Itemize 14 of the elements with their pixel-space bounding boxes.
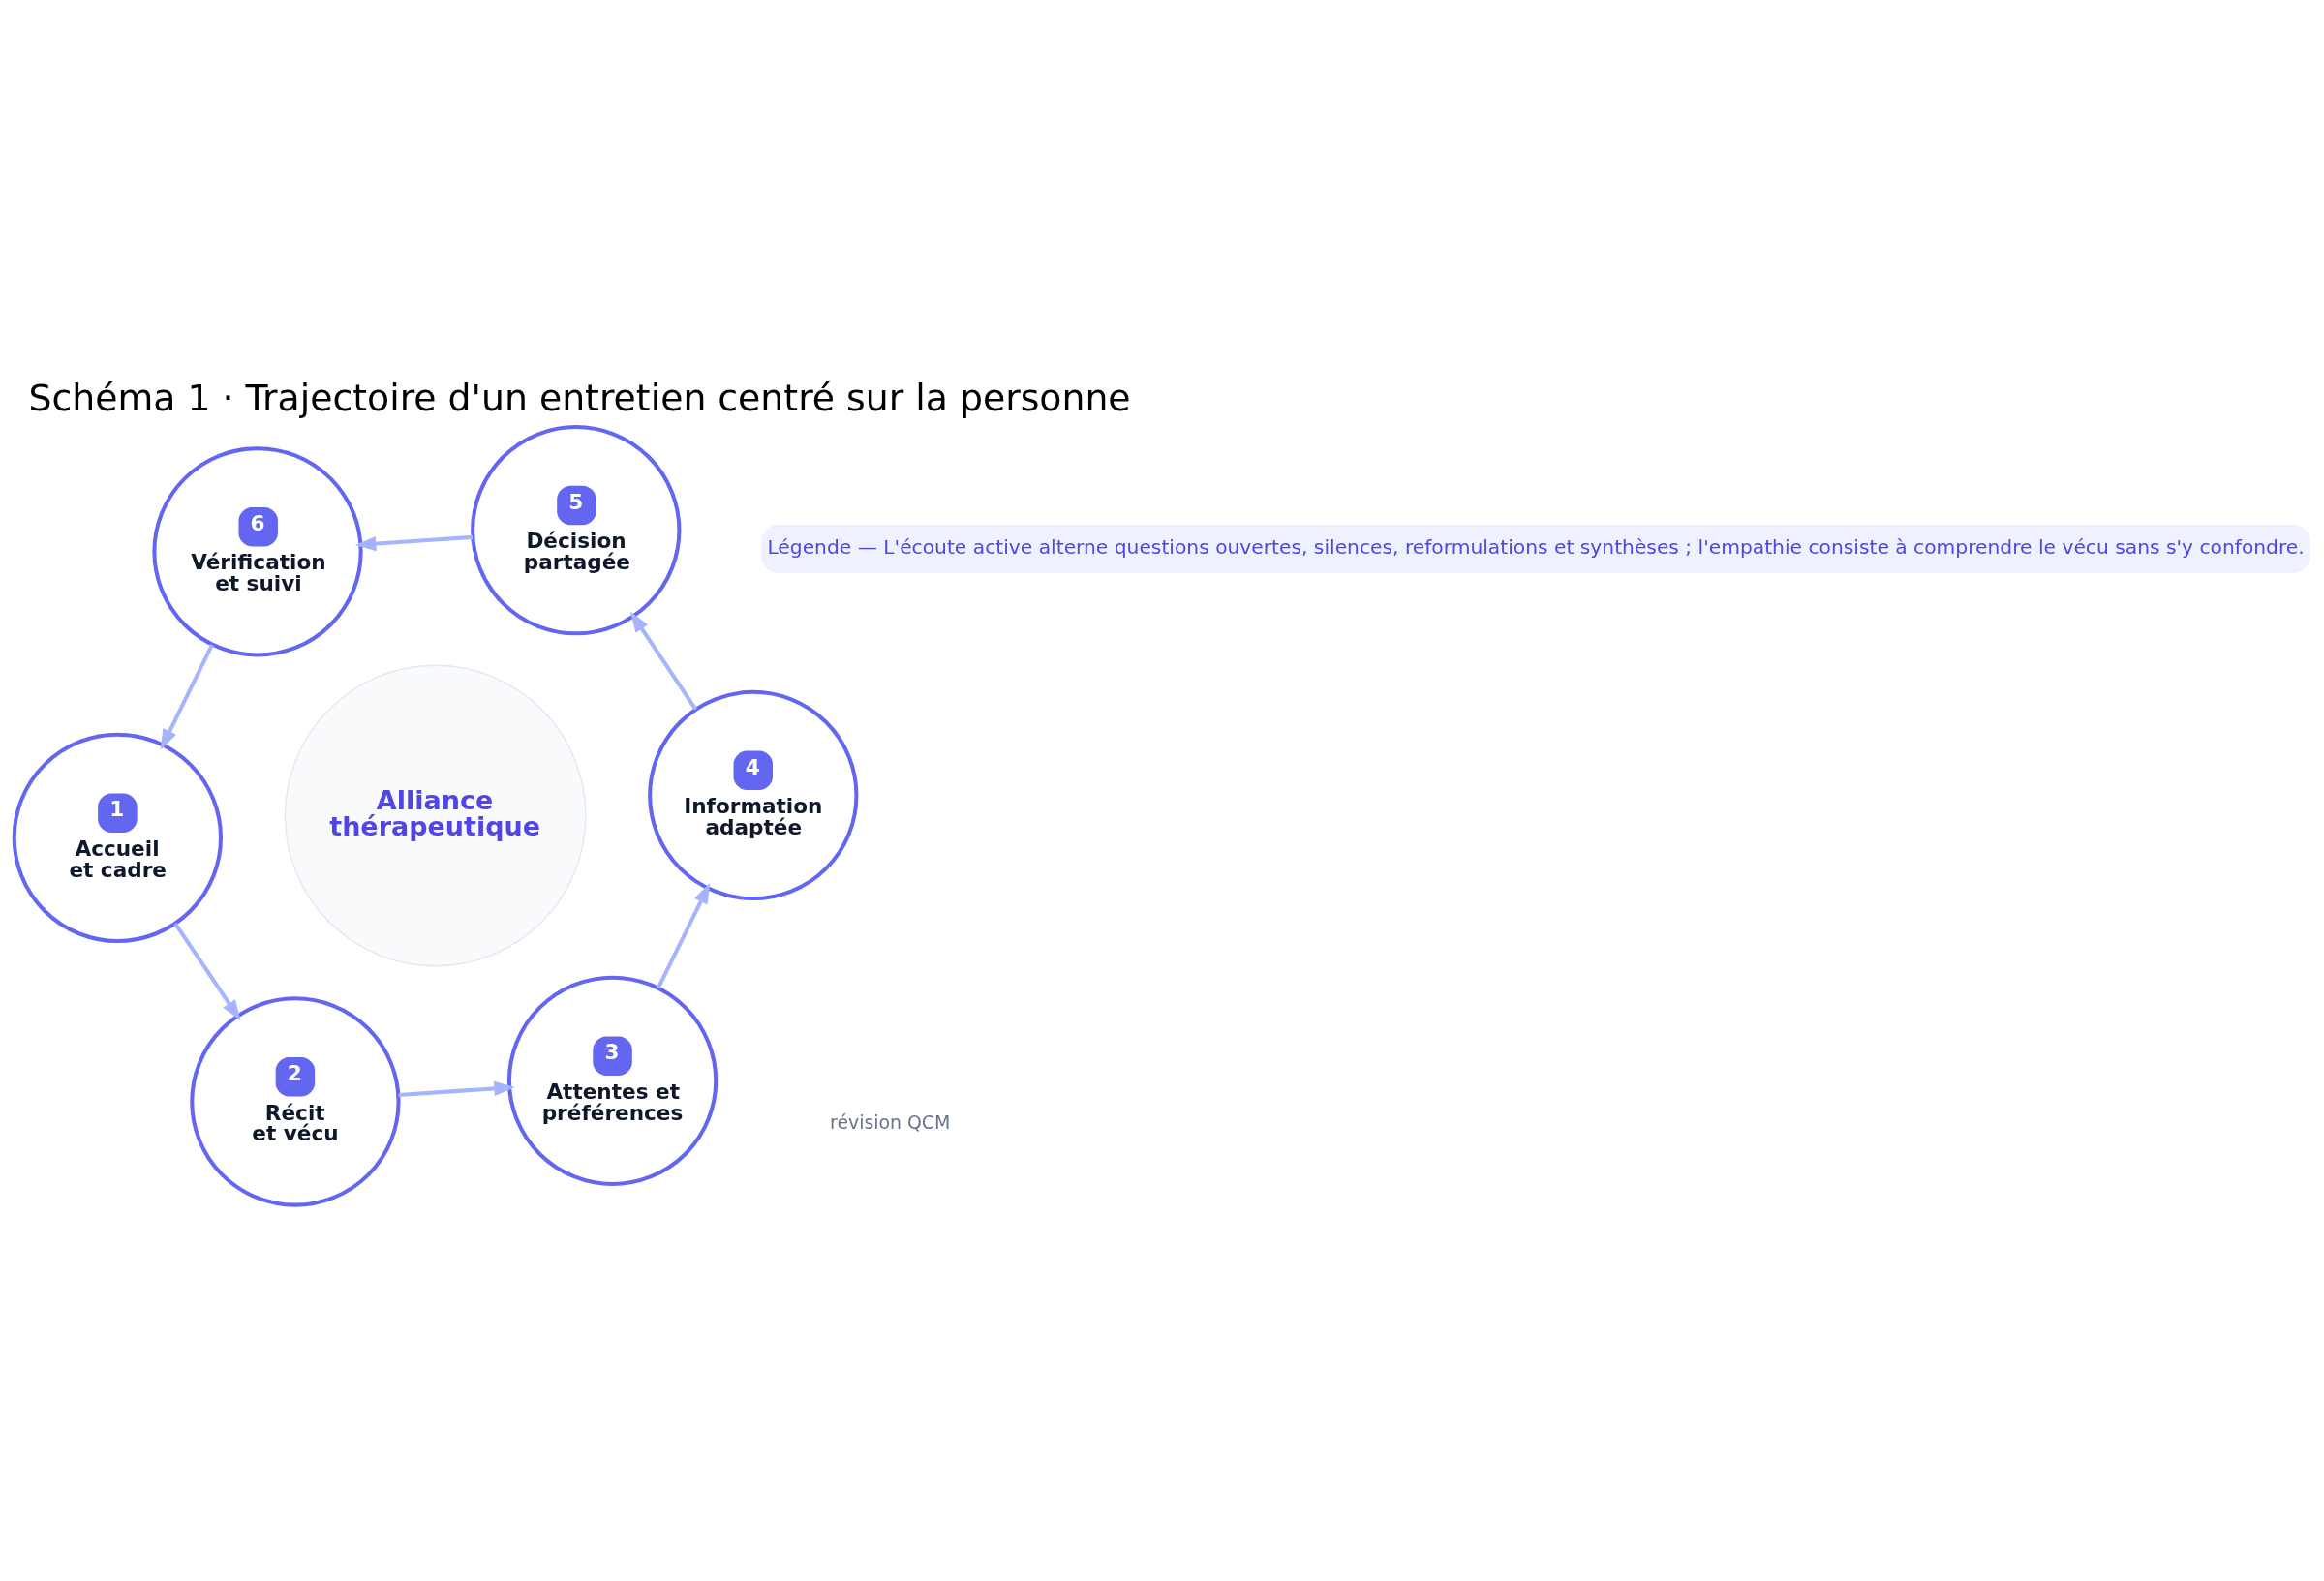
arrow	[160, 643, 214, 750]
arrow	[173, 922, 241, 1021]
diagram-title: Schéma 1 · Trajectoire d'un entretien centré sur la personne	[28, 377, 1131, 420]
label: Légende — L'écoute active alterne questions ouvertes, silences, reformulations et synthèses ; l'empathie consiste à comprendre le vécu sans s'y confondre.	[767, 534, 2305, 559]
node-circle: Alliance thérapeutique	[284, 664, 587, 967]
node-circle: 1 Accueil et cadre	[12, 732, 224, 943]
arrow	[354, 534, 474, 552]
arrow	[629, 611, 698, 711]
node-circle: 6 Vérification et suivi	[152, 446, 363, 657]
label: révision QCM	[830, 1110, 951, 1133]
arrow	[656, 882, 711, 989]
node-circle: 4 Information adaptée	[648, 689, 859, 901]
arrow	[398, 1080, 515, 1097]
node-circle: 3 Attentes et préférences	[506, 975, 719, 1186]
